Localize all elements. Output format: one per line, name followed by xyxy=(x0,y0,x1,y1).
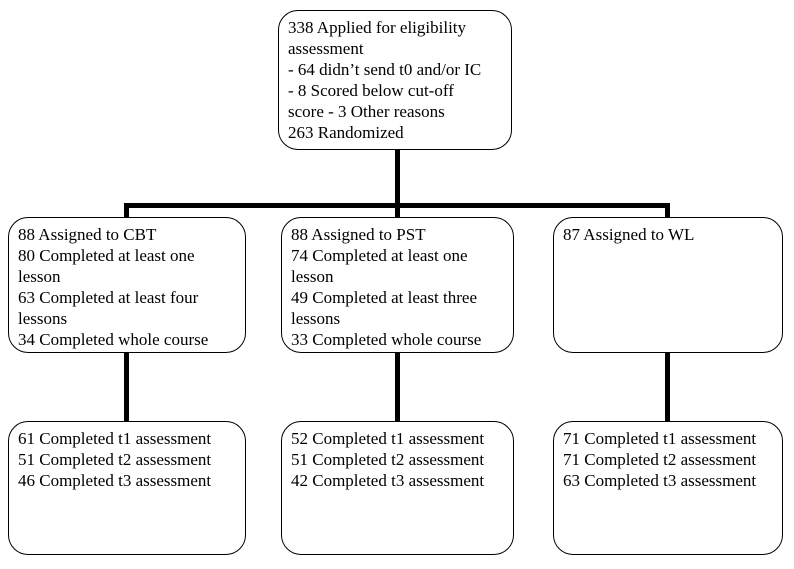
box-line: 51 Completed t2 assessment xyxy=(18,450,212,469)
connector-top-vertical xyxy=(395,150,400,218)
box-assigned-cbt: 88 Assigned to CBT 80 Completed at least… xyxy=(8,217,246,353)
box-line: 87 Assigned to WL xyxy=(563,225,695,244)
box-line: 33 Completed whole course xyxy=(291,330,482,349)
box-line: 34 Completed whole course xyxy=(18,330,209,349)
box-line: 80 Completed at least one xyxy=(18,246,195,265)
box-line: 63 Completed t3 assessment xyxy=(563,471,757,490)
box-assessments-wl: 71 Completed t1 assessment 71 Completed … xyxy=(553,421,783,555)
connector-horizontal-bar xyxy=(124,203,670,208)
box-line: lessons xyxy=(291,309,341,328)
box-line: 42 Completed t3 assessment xyxy=(291,471,485,490)
box-line: score - 3 Other reasons xyxy=(288,102,445,121)
box-line: 263 Randomized xyxy=(288,123,404,142)
box-line: 52 Completed t1 assessment xyxy=(291,429,485,448)
box-assessments-pst: 52 Completed t1 assessment 51 Completed … xyxy=(281,421,514,555)
box-line: lessons xyxy=(18,309,68,328)
box-line: lesson xyxy=(291,267,334,286)
box-line: - 8 Scored below cut-off xyxy=(288,81,454,100)
box-line: 61 Completed t1 assessment xyxy=(18,429,212,448)
box-line: 63 Completed at least four xyxy=(18,288,199,307)
box-assessments-cbt: 61 Completed t1 assessment 51 Completed … xyxy=(8,421,246,555)
box-line: 51 Completed t2 assessment xyxy=(291,450,485,469)
box-line: assessment xyxy=(288,39,364,58)
box-line: 71 Completed t1 assessment xyxy=(563,429,757,448)
box-line: - 64 didn’t send t0 and/or IC xyxy=(288,60,482,79)
box-line: 88 Assigned to PST xyxy=(291,225,426,244)
connector-right-drop xyxy=(665,203,670,218)
box-line: 46 Completed t3 assessment xyxy=(18,471,212,490)
box-line: 49 Completed at least three xyxy=(291,288,477,307)
box-line: 88 Assigned to CBT xyxy=(18,225,157,244)
connector-wl-vertical xyxy=(665,352,670,422)
box-assigned-pst: 88 Assigned to PST 74 Completed at least… xyxy=(281,217,514,353)
box-eligibility: 338 Applied for eligibility assessment -… xyxy=(278,10,512,150)
box-line: 71 Completed t2 assessment xyxy=(563,450,757,469)
box-assigned-wl: 87 Assigned to WL xyxy=(553,217,783,353)
connector-pst-vertical xyxy=(395,352,400,422)
box-line: 74 Completed at least one xyxy=(291,246,468,265)
box-line: 338 Applied for eligibility xyxy=(288,18,467,37)
connector-left-drop xyxy=(124,203,129,218)
connector-cbt-vertical xyxy=(124,352,129,422)
box-line: lesson xyxy=(18,267,61,286)
